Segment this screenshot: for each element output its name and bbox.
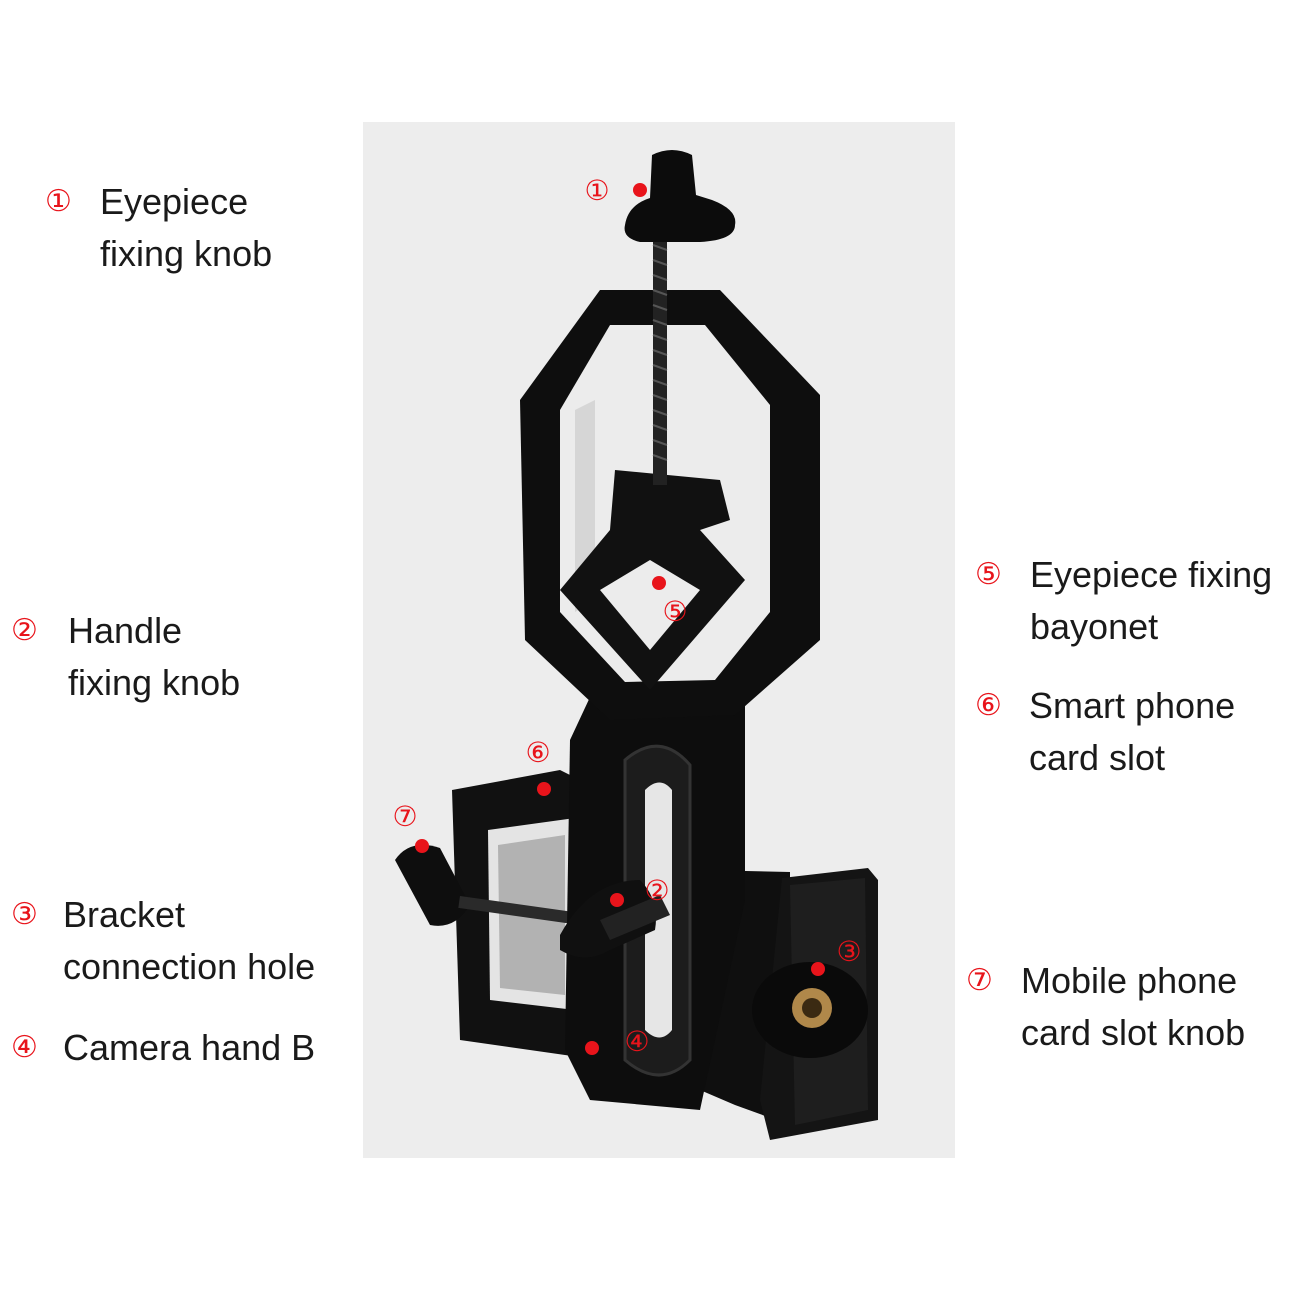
label-line: Mobile phone <box>1021 960 1238 1001</box>
marker-dot-5 <box>652 576 666 590</box>
label-number: ① <box>45 185 72 218</box>
label-line: bayonet <box>1030 606 1159 647</box>
label-number: ⑥ <box>975 689 1002 722</box>
label-mobile-phone-card-slot-knob: ⑦ Mobile phone card slot knob <box>966 955 1246 1059</box>
label-line: connection hole <box>63 946 316 987</box>
marker-number-2: ② <box>644 875 670 906</box>
label-number: ⑤ <box>975 558 1002 591</box>
label-bracket-connection-hole: ③ Bracket connection hole <box>11 889 316 993</box>
marker-dot-2 <box>610 893 624 907</box>
label-line: card slot <box>1029 737 1166 778</box>
marker-dot-1 <box>633 183 647 197</box>
eyepiece-fixing-knob <box>624 150 736 242</box>
label-line: Eyepiece fixing <box>1030 554 1273 595</box>
threaded-screw <box>652 235 668 485</box>
marker-number-4: ④ <box>624 1026 650 1057</box>
handle-fixing-knob <box>560 880 670 958</box>
label-number: ④ <box>11 1031 38 1064</box>
label-line: fixing knob <box>68 662 241 703</box>
marker-number-1: ① <box>584 175 610 206</box>
marker-dot-6 <box>537 782 551 796</box>
label-line: Smart phone <box>1029 685 1236 726</box>
marker-dot-3 <box>811 962 825 976</box>
label-line: Eyepiece <box>100 181 249 222</box>
marker-number-3: ③ <box>836 936 862 967</box>
marker-number-6: ⑥ <box>525 737 551 768</box>
marker-number-7: ⑦ <box>392 801 418 832</box>
label-line: Handle <box>68 610 183 651</box>
label-number: ③ <box>11 898 38 931</box>
marker-number-5: ⑤ <box>662 596 688 627</box>
label-line: card slot knob <box>1021 1012 1246 1053</box>
label-eyepiece-fixing-bayonet: ⑤ Eyepiece fixing bayonet <box>975 549 1273 653</box>
label-line: fixing knob <box>100 233 273 274</box>
label-number: ② <box>11 614 38 647</box>
marker-dot-7 <box>415 839 429 853</box>
label-camera-hand-b: ④ Camera hand B <box>11 1022 316 1074</box>
label-eyepiece-fixing-knob: ① Eyepiece fixing knob <box>45 176 273 280</box>
card-slot-knob <box>395 844 579 926</box>
bracket-connection-hole <box>752 962 868 1058</box>
label-number: ⑦ <box>966 964 993 997</box>
marker-dot-4 <box>585 1041 599 1055</box>
label-handle-fixing-knob: ② Handle fixing knob <box>11 605 241 709</box>
label-line: Bracket <box>63 894 186 935</box>
label-smart-phone-card-slot: ⑥ Smart phone card slot <box>975 680 1236 784</box>
label-line: Camera hand B <box>63 1027 316 1068</box>
